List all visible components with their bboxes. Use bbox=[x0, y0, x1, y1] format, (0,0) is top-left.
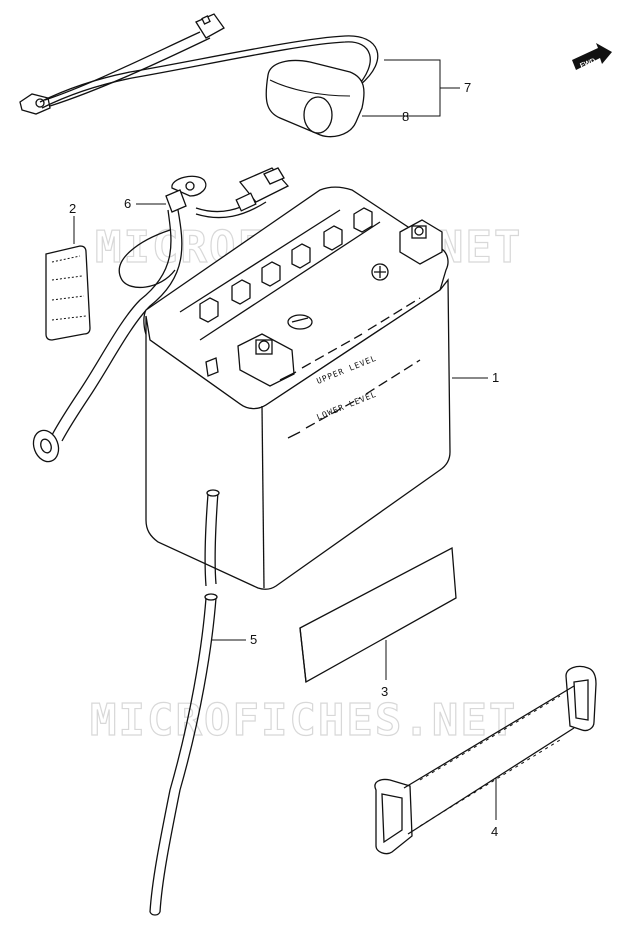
callout-7: 7 bbox=[464, 80, 471, 95]
battery-terminal-rear bbox=[399, 219, 443, 265]
callout-1: 1 bbox=[492, 370, 499, 385]
callout-4: 4 bbox=[491, 824, 498, 839]
battery-cable-part-6 bbox=[32, 167, 290, 463]
wiring-harness-part-7 bbox=[19, 13, 379, 115]
callout-5: 5 bbox=[250, 632, 257, 647]
relay-box-part-8 bbox=[265, 59, 365, 138]
callout-3: 3 bbox=[381, 684, 388, 699]
vent-caps bbox=[199, 207, 373, 323]
battery-part-1: UPPER LEVEL LOWER LEVEL bbox=[143, 186, 451, 590]
pad-part-2 bbox=[45, 245, 91, 341]
fwd-arrow-icon: FWD bbox=[572, 43, 612, 70]
callout-8: 8 bbox=[402, 109, 409, 124]
spacer-part-3 bbox=[299, 546, 457, 684]
battery-band-part-4 bbox=[374, 665, 597, 855]
callout-2: 2 bbox=[69, 201, 76, 216]
breather-hose-part-5 bbox=[149, 489, 220, 916]
plus-mark bbox=[371, 263, 389, 281]
callout-6: 6 bbox=[124, 196, 131, 211]
callouts: 7 8 2 6 1 5 3 4 bbox=[69, 59, 499, 839]
battery-terminal-front bbox=[237, 333, 295, 387]
watermark-bottom: MICROFICHES.NET bbox=[90, 695, 517, 746]
